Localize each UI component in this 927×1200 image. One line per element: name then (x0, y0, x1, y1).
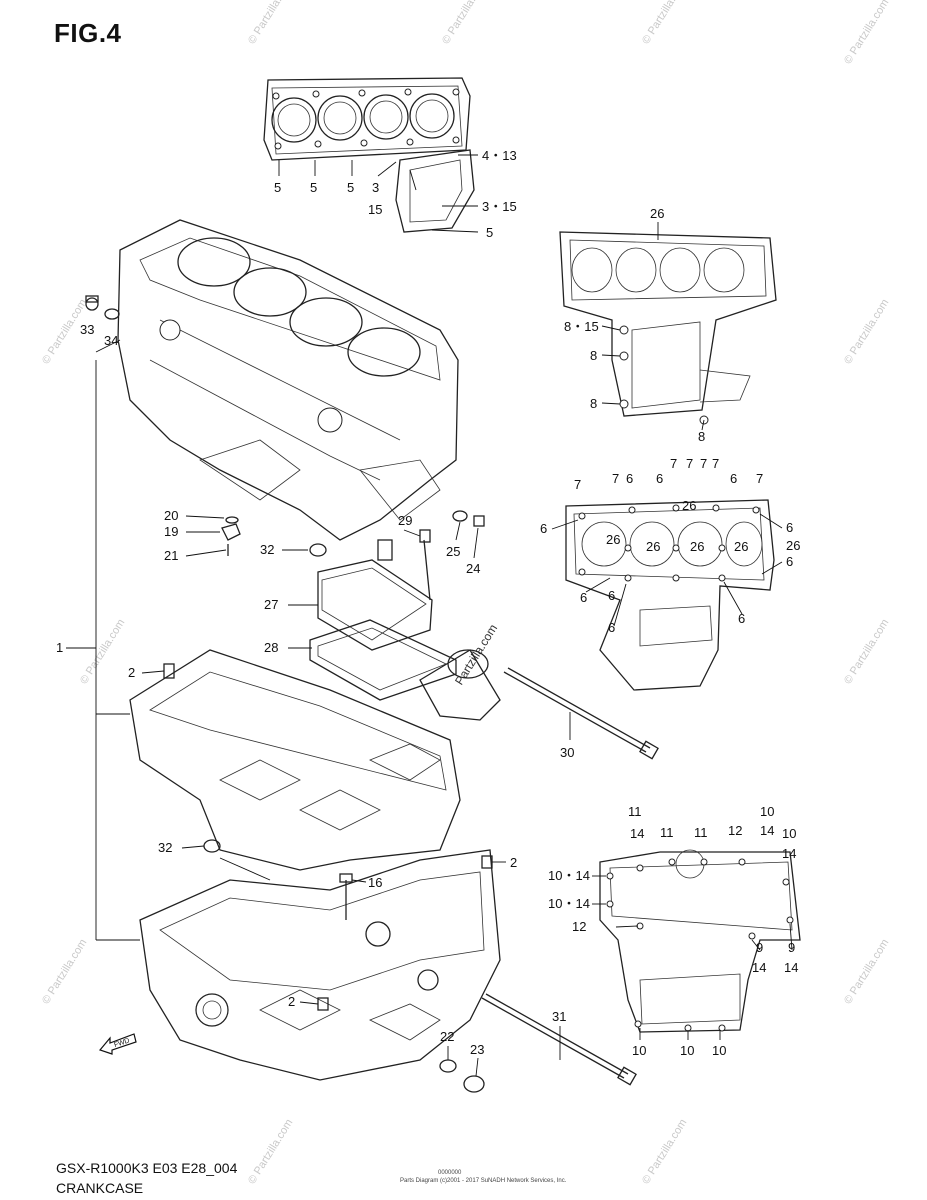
callout-32: 32 (260, 542, 274, 557)
callout-8: 8 (590, 396, 597, 411)
long-bolts-drawing (481, 667, 659, 1086)
callout-11: 11 (628, 804, 642, 819)
callout-24: 24 (466, 561, 480, 576)
leader-lines (66, 154, 793, 1077)
callout-10: 10 (632, 1043, 646, 1058)
callout-6: 6 (730, 471, 737, 486)
callout-26: 26 (646, 539, 660, 554)
callout-12: 12 (572, 919, 586, 934)
callout-14: 14 (760, 823, 774, 838)
callout-26: 26 (682, 498, 696, 513)
callout-31: 31 (552, 1009, 566, 1024)
callout-6: 6 (786, 520, 793, 535)
callout-8-15: 8・15 (564, 319, 599, 334)
callout-5: 5 (486, 225, 493, 240)
callout-26: 26 (606, 532, 620, 547)
callout-6: 6 (540, 521, 547, 536)
callout-32: 32 (158, 840, 172, 855)
callout-26: 26 (650, 206, 664, 221)
callout-7: 7 (574, 477, 581, 492)
callout-6: 6 (656, 471, 663, 486)
callout-8: 8 (590, 348, 597, 363)
callout-12: 12 (728, 823, 742, 838)
upper-case-bolt-view (559, 231, 777, 425)
callout-10: 10 (680, 1043, 694, 1058)
callout-28: 28 (264, 640, 278, 655)
callout-34: 34 (104, 333, 118, 348)
callout-29: 29 (398, 513, 412, 528)
callout-20: 20 (164, 508, 178, 523)
callout-2: 2 (128, 665, 135, 680)
callout-26: 26 (786, 538, 800, 553)
upper-crankcase-drawing (117, 219, 459, 541)
callout-5: 5 (310, 180, 317, 195)
callout-14: 14 (630, 826, 644, 841)
callout-9: 9 (756, 940, 763, 955)
fwd-label: FWD (113, 1037, 130, 1049)
callout-26: 26 (690, 539, 704, 554)
section-name: CRANKCASE (56, 1180, 144, 1196)
callout-14: 14 (784, 960, 798, 975)
middle-crankcase-drawing (129, 649, 501, 871)
callout-3: 3 (372, 180, 379, 195)
callout-5: 5 (347, 180, 354, 195)
callout-10: 10 (782, 826, 796, 841)
callout-5: 5 (274, 180, 281, 195)
callout-26: 26 (734, 539, 748, 554)
callout-33: 33 (80, 322, 94, 337)
callout-7: 7 (756, 471, 763, 486)
callout-16: 16 (368, 875, 382, 890)
callout-7: 7 (712, 456, 719, 471)
callout-7: 7 (670, 456, 677, 471)
callout-6: 6 (738, 611, 745, 626)
copyright-small-print: Parts Diagram (c)2001 - 2017 SuNADH Netw… (400, 1178, 567, 1184)
callout-3-15: 3・15 (482, 199, 517, 214)
callout-6: 6 (786, 554, 793, 569)
callout-14: 14 (752, 960, 766, 975)
callout-7: 7 (686, 456, 693, 471)
lower-crankcase-drawing (139, 849, 501, 1081)
callout-21: 21 (164, 548, 178, 563)
callout-6: 6 (608, 588, 615, 603)
callout-23: 23 (470, 1042, 484, 1057)
model-code: GSX-R1000K3 E03 E28_004 (56, 1160, 238, 1176)
callout-10: 10 (712, 1043, 726, 1058)
callout-27: 27 (264, 597, 278, 612)
forward-arrow-icon: FWD (98, 1033, 137, 1055)
callout-6: 6 (626, 471, 633, 486)
callout-labels: 4・13 5 5 5 3 15 3・15 5 33 34 1 20 19 21 … (56, 148, 800, 1058)
callout-10-14: 10・14 (548, 868, 590, 883)
callout-11: 11 (694, 825, 708, 840)
middle-case-bolt-view (565, 499, 775, 691)
callout-7: 7 (700, 456, 707, 471)
callout-4-13: 4・13 (482, 148, 517, 163)
lower-case-bolt-view (599, 849, 801, 1033)
callout-9: 9 (788, 940, 795, 955)
callout-8: 8 (698, 429, 705, 444)
figure-title: FIG.4 (54, 18, 122, 48)
callout-30: 30 (560, 745, 574, 760)
callout-14: 14 (782, 846, 796, 861)
callout-6: 6 (608, 620, 615, 635)
callout-25: 25 (446, 544, 460, 559)
callout-11: 11 (660, 825, 674, 840)
callout-1: 1 (56, 640, 63, 655)
callout-15: 15 (368, 202, 382, 217)
callout-2: 2 (288, 994, 295, 1009)
callout-10-14: 10・14 (548, 896, 590, 911)
cylinder-head-gasket-drawing (263, 77, 475, 233)
callout-6: 6 (580, 590, 587, 605)
callout-19: 19 (164, 524, 178, 539)
breather-cover-drawing (309, 529, 457, 701)
callout-10: 10 (760, 804, 774, 819)
callout-7: 7 (612, 471, 619, 486)
callout-2: 2 (510, 855, 517, 870)
callout-22: 22 (440, 1029, 454, 1044)
small-print-code: 0000000 (438, 1170, 462, 1176)
